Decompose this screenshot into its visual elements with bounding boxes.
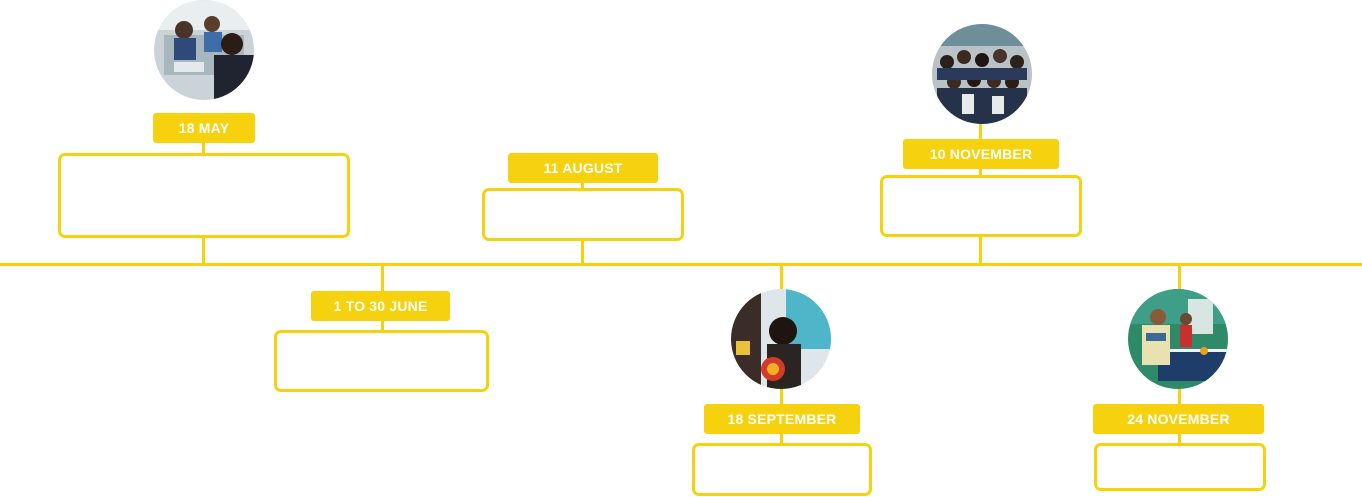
event-date-label: 11 AUGUST <box>508 153 658 183</box>
event-date-label: 24 NOVEMBER <box>1093 404 1264 434</box>
event-description-box <box>1094 443 1266 491</box>
event-date-label: 18 MAY <box>153 113 255 143</box>
group-photo <box>932 24 1032 124</box>
students-at-table-photo <box>154 0 254 100</box>
event-description-box <box>692 443 872 496</box>
event-date-label: 18 SEPTEMBER <box>704 404 860 434</box>
event-description-box <box>482 188 684 241</box>
event-description-box <box>274 330 489 392</box>
event-date-label: 1 TO 30 JUNE <box>311 291 450 321</box>
event-description-box <box>880 175 1082 237</box>
event-date-label: 10 NOVEMBER <box>903 139 1059 169</box>
student-workshop-photo <box>731 289 831 389</box>
ping-pong-photo <box>1128 289 1228 389</box>
timeline-axis <box>0 263 1362 266</box>
event-description-box <box>58 153 350 238</box>
